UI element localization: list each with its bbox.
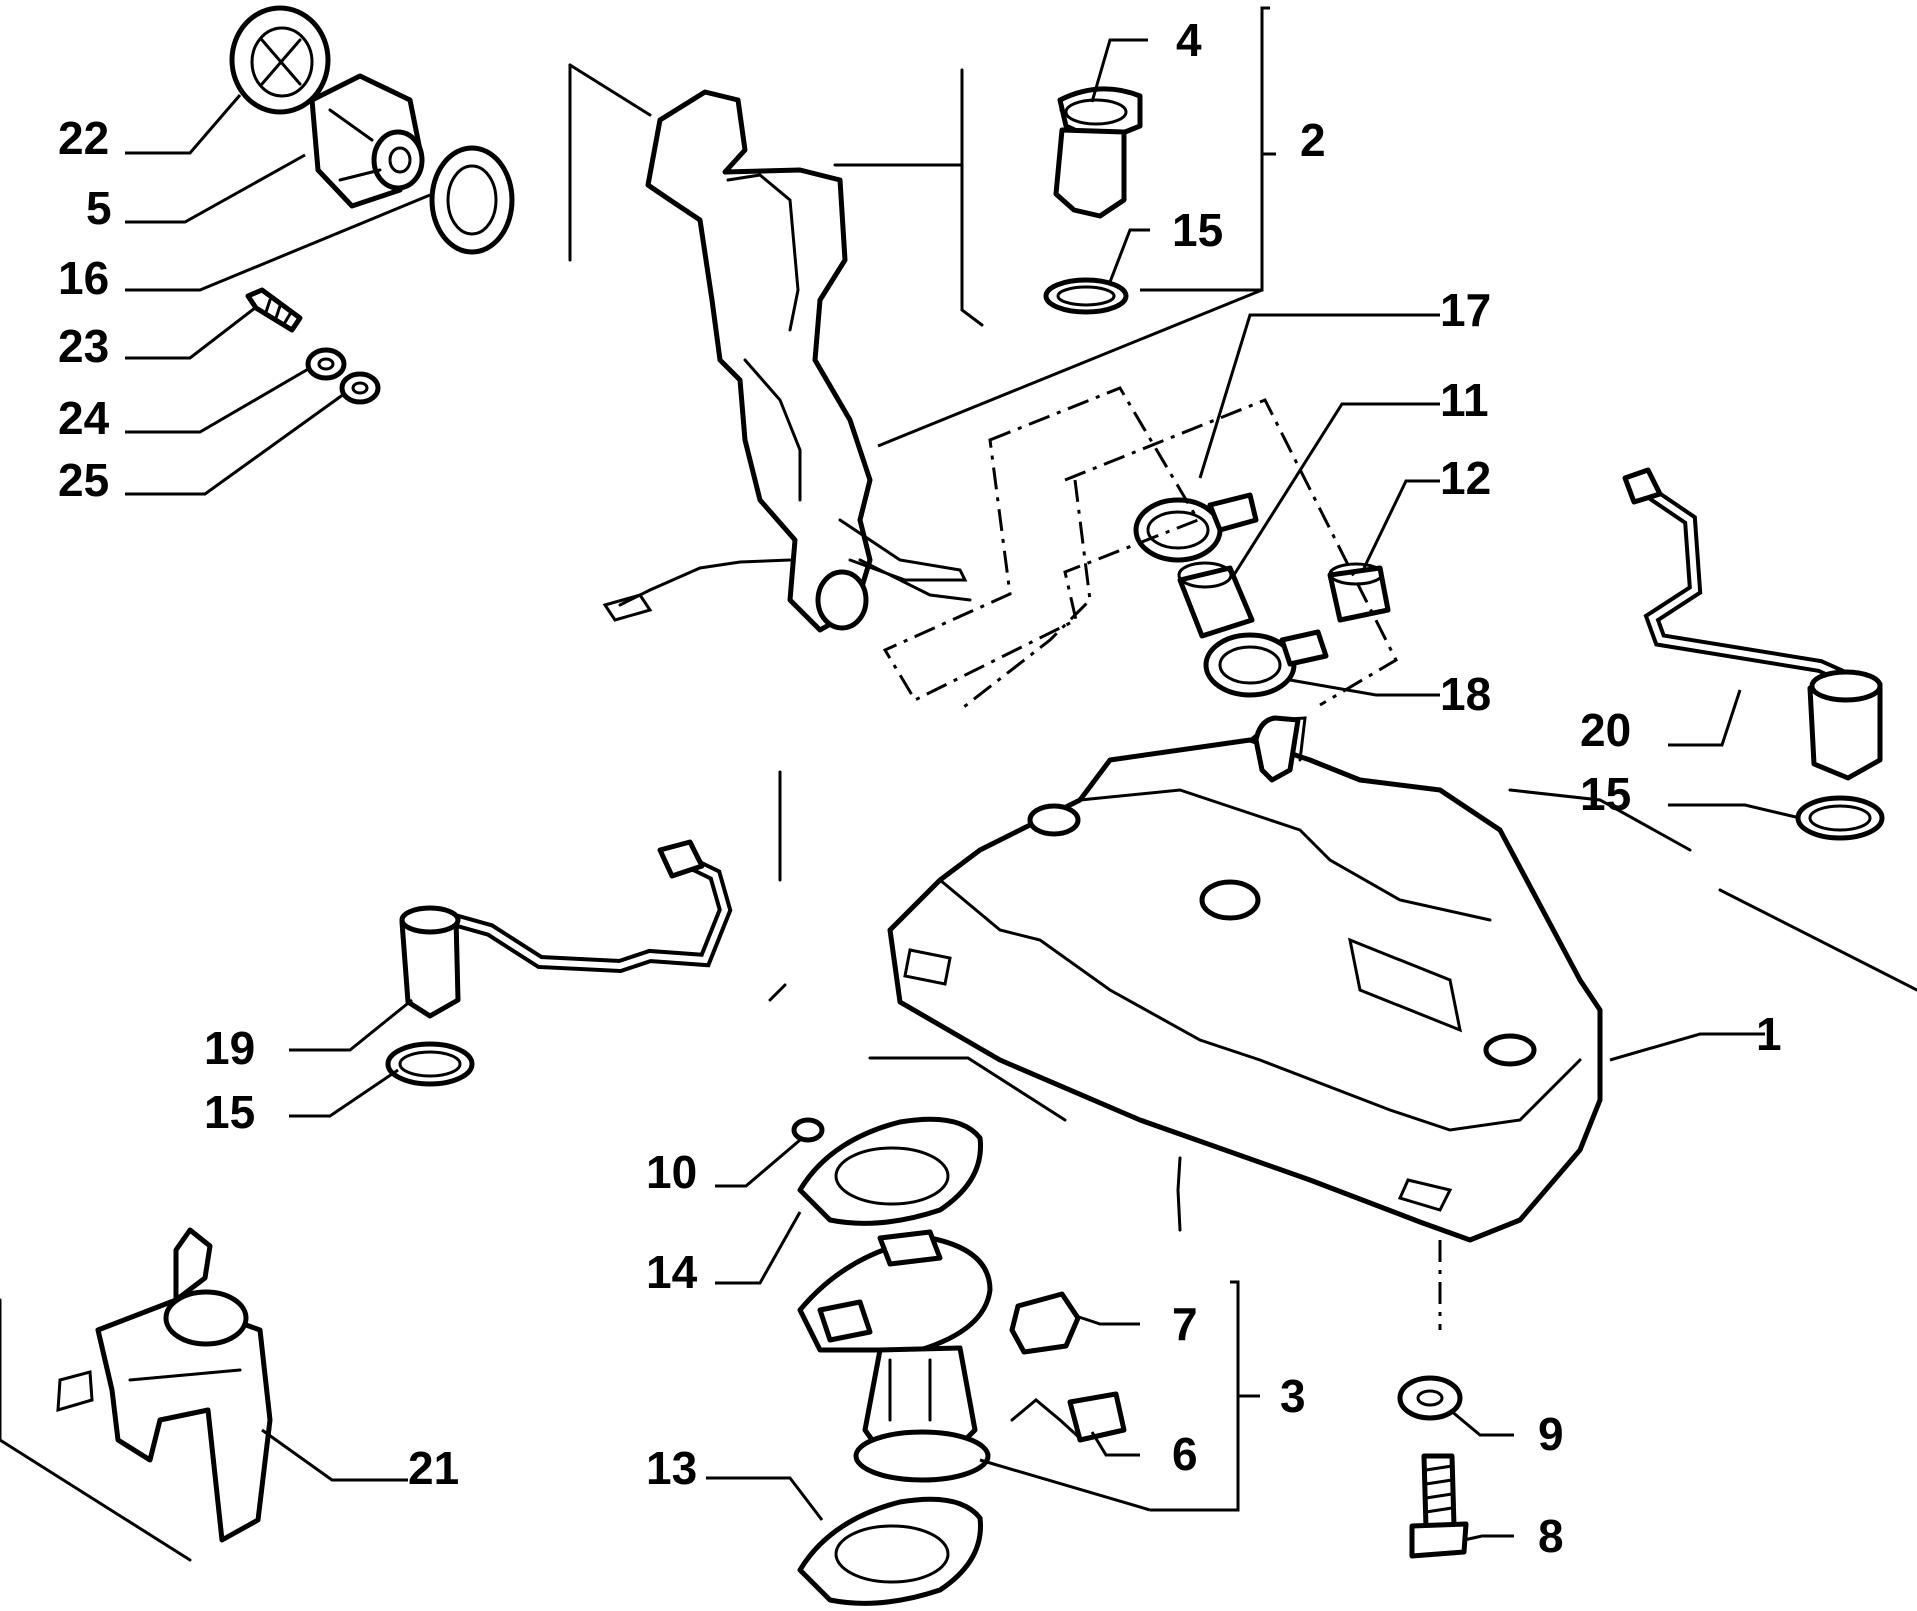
part-fuel-line-19 — [399, 839, 733, 1019]
callout-leaders — [125, 6, 1801, 1542]
part-seal-ring-19 — [385, 1041, 475, 1087]
label-18: 18 — [1440, 668, 1491, 720]
label-6: 6 — [1172, 1428, 1198, 1480]
part-fuel-pump-assembly — [797, 1229, 993, 1483]
assembly-boundary-line — [882, 386, 1201, 702]
assembly-boundary-line — [959, 398, 1398, 712]
label-12: 12 — [1440, 452, 1491, 504]
label-7: 7 — [1172, 1298, 1198, 1350]
part-fuel-filler-cap — [229, 5, 331, 115]
label-2: 2 — [1300, 114, 1326, 166]
part-bolt-8 — [1409, 1453, 1469, 1559]
part-fuel-line-20 — [1622, 467, 1883, 781]
label-15-top: 15 — [1172, 204, 1223, 256]
part-hose-11 — [1177, 561, 1255, 639]
part-filler-gasket — [429, 145, 515, 255]
label-11: 11 — [1440, 374, 1489, 426]
part-bolt-23 — [245, 287, 303, 333]
label-13: 13 — [646, 1442, 697, 1494]
leader-line — [768, 770, 1182, 1232]
part-washer-25 — [339, 371, 381, 405]
part-seal-ring-20 — [1795, 795, 1885, 841]
label-25: 25 — [58, 454, 109, 506]
label-17: 17 — [1440, 284, 1491, 336]
label-8: 8 — [1538, 1510, 1564, 1562]
part-washer-24 — [305, 347, 347, 381]
part-washer-9 — [1397, 1375, 1463, 1421]
leader-line — [568, 63, 984, 327]
label-20: 20 — [1580, 704, 1631, 756]
label-4: 4 — [1176, 14, 1202, 66]
part-mounting-bracket-21 — [56, 1227, 273, 1543]
part-wiring-harness-6 — [1010, 1391, 1127, 1443]
part-filler-neck-lock — [309, 73, 425, 209]
label-23: 23 — [58, 320, 109, 372]
part-seal-ring-4 — [1043, 277, 1129, 315]
label-9: 9 — [1538, 1408, 1564, 1460]
label-5: 5 — [86, 182, 112, 234]
label-3: 3 — [1280, 1370, 1306, 1422]
part-fuel-tank — [887, 715, 1603, 1243]
part-hose-clamp-18 — [1203, 629, 1329, 698]
part-hose-clamp-17 — [1133, 492, 1259, 563]
part-grommet-12 — [1327, 562, 1391, 623]
label-16: 16 — [58, 252, 109, 304]
part-pump-gasket-14 — [797, 1116, 983, 1226]
label-21: 21 — [408, 1442, 459, 1494]
part-pump-gasket-13 — [797, 1496, 983, 1606]
label-14: 14 — [646, 1246, 698, 1298]
leader-line — [1508, 788, 1917, 992]
callout-labels: 22 5 16 23 24 25 4 2 15 17 11 12 18 20 1… — [58, 14, 1782, 1562]
part-filler-neck-assembly — [602, 89, 972, 633]
leader-line — [568, 63, 962, 167]
label-15-right: 15 — [1580, 768, 1631, 820]
label-24: 24 — [58, 392, 110, 444]
part-nut-10 — [791, 1117, 825, 1143]
label-22: 22 — [58, 112, 109, 164]
part-electrical-connector-7 — [1009, 1291, 1081, 1355]
leader-line — [0, 1298, 192, 1562]
label-15-left: 15 — [204, 1086, 255, 1138]
label-10: 10 — [646, 1146, 697, 1198]
part-vent-valve — [1053, 86, 1143, 219]
label-1: 1 — [1756, 1008, 1782, 1060]
label-19: 19 — [204, 1022, 255, 1074]
